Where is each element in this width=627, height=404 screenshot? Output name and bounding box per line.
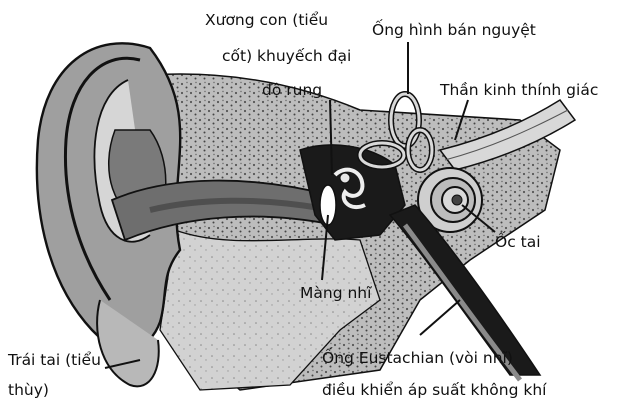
label-earlobe-line2: thùy): [8, 378, 49, 402]
label-eardrum: Màng nhĩ: [300, 281, 371, 305]
leader-eustachian: [420, 300, 460, 335]
label-semicircular: Ống hình bán nguyệt: [372, 18, 536, 42]
label-eustachian-line1: Ống Eustachian (vòi nhĩ): [322, 346, 513, 370]
label-ossicles-line3: độ rung: [262, 78, 322, 102]
label-ossicles-line1: Xương con (tiểu: [205, 8, 328, 32]
label-auditory-nerve: Thần kinh thính giác: [440, 78, 598, 102]
label-ossicles-line2: cốt) khuyếch đại: [222, 44, 351, 68]
label-cochlea: Ốc tai: [495, 230, 541, 254]
label-eustachian-line2: điều khiển áp suất không khí: [322, 378, 546, 402]
label-earlobe-line1: Trái tai (tiểu: [8, 348, 101, 372]
